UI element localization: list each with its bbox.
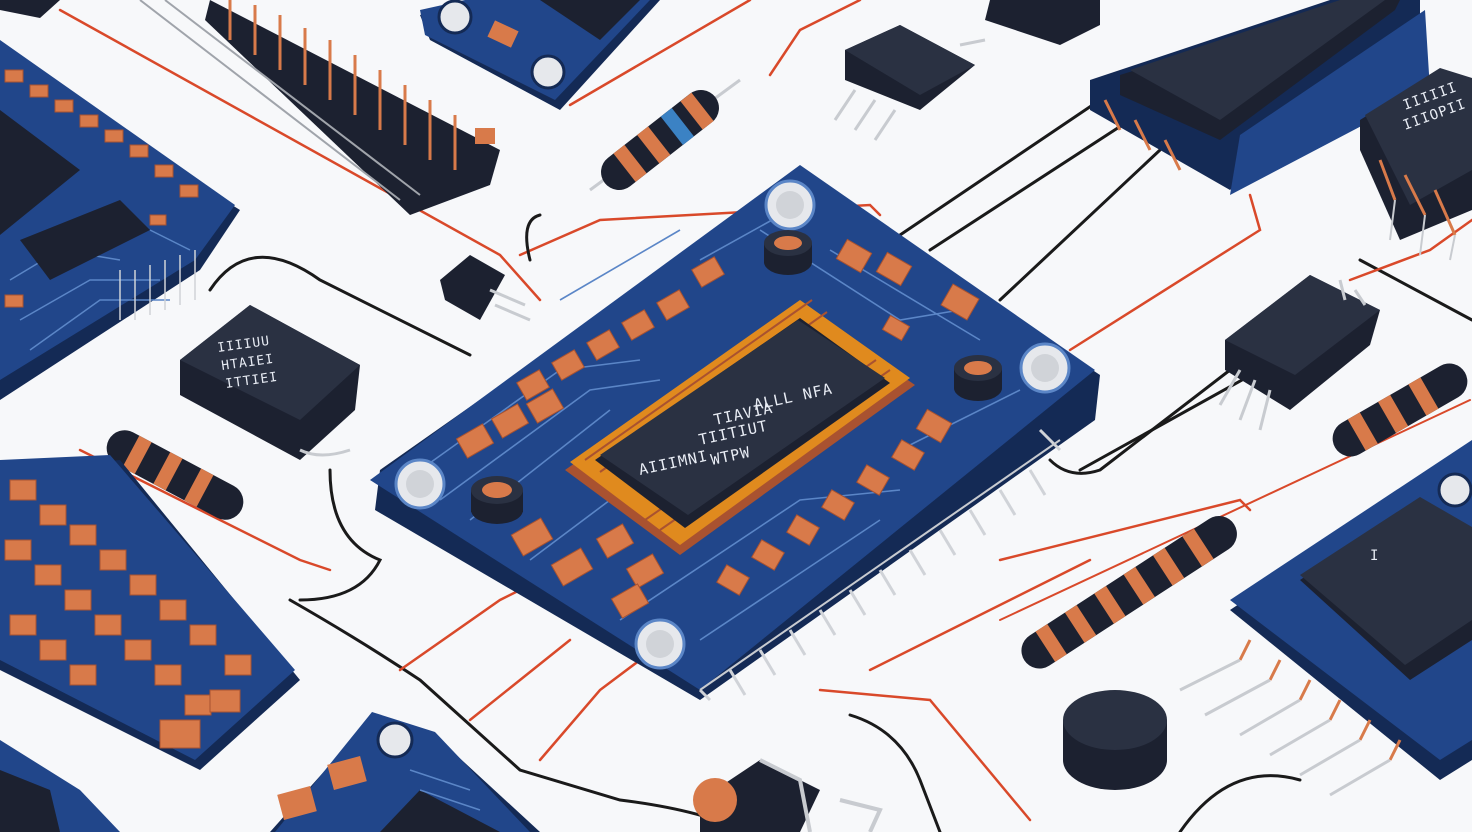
- right-chip: IIIIII IIIOPII: [1360, 68, 1472, 261]
- pin-header: [139, 0, 500, 215]
- black-wire: [898, 98, 1102, 237]
- pcb-bottom-corner: [0, 740, 120, 832]
- chip-top-left: [0, 110, 80, 235]
- pcb-bottom-left: [0, 455, 300, 770]
- black-wire: [848, 713, 942, 832]
- black-wire: [525, 213, 542, 262]
- resistor-top: [589, 78, 741, 192]
- corner-chip-top-left: [0, 0, 60, 18]
- chip-marking: I: [1370, 548, 1379, 564]
- chip-top-left-2: [20, 200, 150, 280]
- transistor-top: [833, 0, 1100, 141]
- red-wire: [868, 558, 1092, 672]
- red-wire: [998, 498, 1252, 562]
- chip-marking: ITTIEI: [224, 370, 279, 392]
- top-right-module: [1090, 0, 1430, 195]
- mounting-holes: [394, 179, 1071, 670]
- electrolytic-capacitors: [471, 230, 1002, 524]
- red-wire: [468, 638, 572, 722]
- black-wire: [998, 148, 1162, 302]
- red-wire: [398, 588, 522, 672]
- chip-marking: IIIIUU: [216, 334, 271, 356]
- pcb-bottom-middle: [270, 712, 540, 832]
- red-wire: [818, 688, 1032, 822]
- resistor-right: [1332, 363, 1468, 457]
- black-wire: [208, 255, 472, 357]
- red-wire: [568, 0, 752, 107]
- pcb-bottom-right: I: [1179, 440, 1472, 797]
- red-wire: [538, 658, 642, 762]
- bottom-connector: [693, 758, 883, 832]
- red-wire: [1348, 218, 1472, 282]
- black-wire: [928, 118, 1132, 252]
- red-wire: [78, 448, 332, 572]
- wires: [58, 0, 1472, 832]
- red-wire: [518, 203, 882, 257]
- transistor-mid: [440, 255, 531, 322]
- left-block-component: IIIIUU HTAIEI ITTIEI: [180, 305, 360, 460]
- main-board-pins: [698, 428, 1062, 702]
- smd-components: [455, 238, 980, 619]
- resistor-bottom-right: [1021, 516, 1237, 669]
- main-ic-chip: ALLL NFA TIAVIA TIITIUT WTPW AIIIMNI: [565, 299, 915, 555]
- round-capacitor: [1063, 690, 1167, 790]
- right-transistor: [1218, 275, 1380, 431]
- red-wire: [768, 0, 862, 77]
- black-wire: [298, 468, 383, 602]
- red-wire: [1068, 193, 1262, 352]
- chip-marking: HTAIEI: [220, 352, 275, 374]
- main-pcb-board: ALLL NFA TIAVIA TIITIUT WTPW AIIIMNI: [370, 165, 1100, 702]
- black-wire: [1048, 368, 1232, 475]
- top-module-board: [420, 0, 660, 110]
- pcb-top-left: [0, 40, 240, 400]
- red-wire: [999, 399, 1471, 621]
- red-wire: [58, 8, 542, 302]
- black-wire: [1178, 774, 1302, 832]
- resistor-left: [106, 430, 244, 520]
